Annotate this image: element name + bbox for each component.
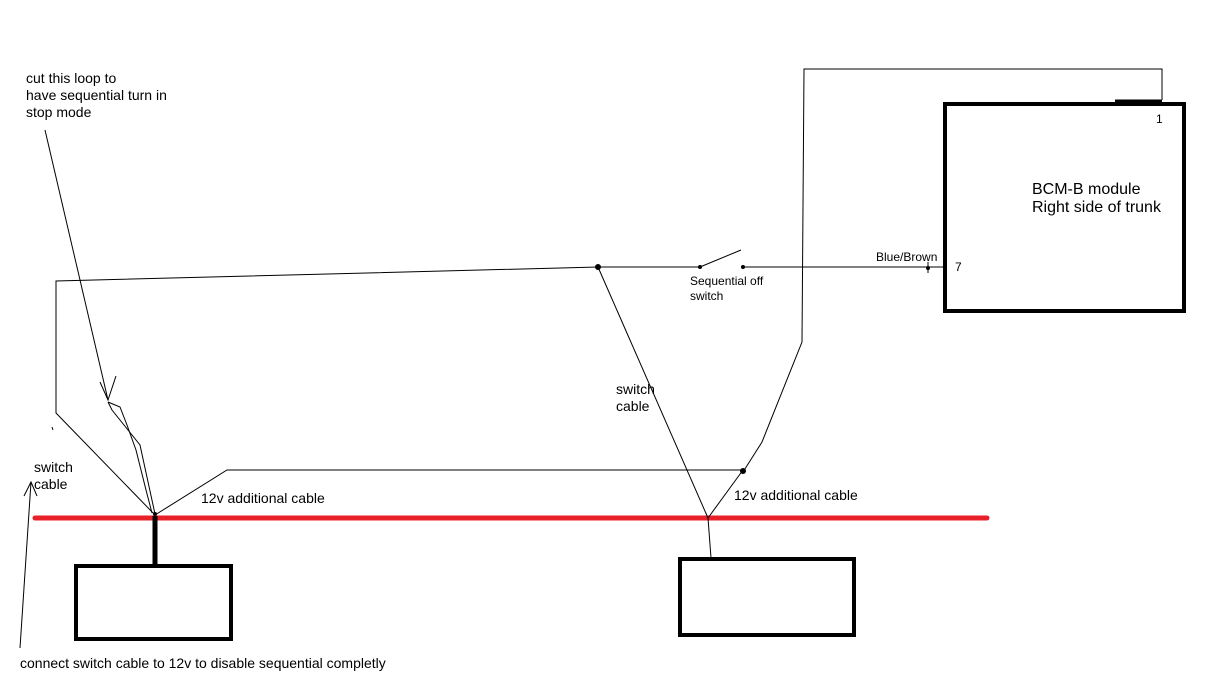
cut-note-line-3: stop mode bbox=[26, 104, 92, 120]
switch-label: Sequential off switch bbox=[690, 274, 763, 304]
cut-note: cut this loop to have sequential turn in… bbox=[26, 70, 167, 121]
cut-loop-right bbox=[107, 401, 153, 514]
pin-7-label: 7 bbox=[955, 260, 962, 274]
additional-cable-left-label: 12v additional cable bbox=[201, 490, 325, 506]
additional-cable-right-label: 12v additional cable bbox=[734, 487, 858, 503]
bottom-note-arrowhead bbox=[23, 480, 38, 497]
switch-lever bbox=[699, 249, 742, 268]
right-lamp-box bbox=[678, 557, 856, 637]
12v-additional-cable-right bbox=[707, 469, 744, 519]
wire-color-label: Blue/Brown bbox=[876, 250, 938, 264]
cut-note-arrow bbox=[44, 129, 109, 401]
switch-contact-right bbox=[741, 265, 745, 269]
switch-cable-center-label: switch cable bbox=[616, 381, 655, 415]
switch-cable-left-line-1: switch bbox=[34, 459, 73, 475]
switch-cable-center-line-2: cable bbox=[616, 398, 650, 414]
switch-cable-center bbox=[597, 266, 709, 519]
right-junction bbox=[740, 468, 746, 474]
switch-cable-center-line-1: switch bbox=[616, 381, 655, 397]
left-lamp-box bbox=[74, 564, 233, 641]
module-label: BCM-B module Right side of trunk bbox=[1032, 181, 1161, 217]
cut-note-line-2: have sequential turn in bbox=[26, 87, 167, 103]
switch-label-line-2: switch bbox=[690, 289, 724, 303]
bottom-note-arrow bbox=[19, 481, 32, 649]
switch-label-line-1: Sequential off bbox=[690, 274, 764, 288]
cut-note-line-1: cut this loop to bbox=[26, 70, 117, 86]
switch-cable-top bbox=[55, 266, 700, 516]
right-lamp-feed bbox=[707, 517, 712, 559]
bottom-note: connect switch cable to 12v to disable s… bbox=[20, 655, 386, 671]
switch-cable-left-label: switch cable bbox=[34, 459, 73, 493]
switch-cable-left-line-2: cable bbox=[34, 476, 68, 492]
module-location: Right side of trunk bbox=[1032, 199, 1161, 216]
module-name: BCM-B module bbox=[1032, 181, 1141, 198]
cut-loop-left bbox=[107, 401, 156, 515]
12v-additional-cable bbox=[154, 469, 743, 516]
cut-note-arrowhead bbox=[99, 375, 117, 402]
pin-1-label: 1 bbox=[1156, 112, 1163, 126]
stray-mark bbox=[51, 426, 54, 431]
pin-1-wire bbox=[742, 68, 1163, 473]
bcm-module-box bbox=[943, 102, 1186, 313]
